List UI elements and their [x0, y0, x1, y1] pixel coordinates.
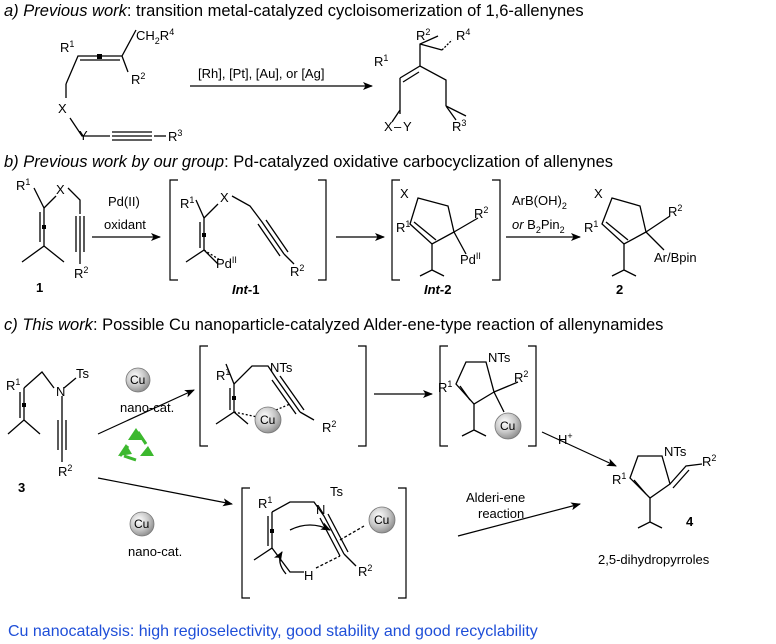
footer-summary: Cu nanocatalysis: high regioselectivity,…: [8, 623, 538, 640]
section-a-pd-r3: R3: [452, 118, 466, 134]
section-c-arrow-alder-ene: [457, 502, 581, 537]
section-b: b) Previous work by our group: Pd-cataly…: [4, 153, 697, 297]
section-a-sm-r1: R1: [60, 39, 74, 55]
section-b-reagent-b2pin2: or B2Pin2: [512, 217, 565, 235]
section-a-sm-r3: R3: [168, 128, 182, 144]
nano-cat-top: nano-cat.: [120, 400, 174, 415]
int2-label: Int-2: [424, 282, 451, 297]
cu-intermediate-2: Cu NTs R1 R2: [438, 345, 537, 447]
compound-4-r1: R1: [612, 471, 626, 487]
cu-int1-r2: R2: [322, 419, 336, 435]
cu-int1-r1: R1: [216, 367, 230, 383]
compound-1: R1 X R2 1: [16, 177, 88, 295]
int2-x: X: [400, 186, 409, 201]
section-a-product: R1 R2 R4 X – Y R3: [374, 27, 470, 134]
proton-label: H+: [558, 431, 573, 447]
cu-int1-nts: NTs: [270, 360, 293, 375]
int1-r2: R2: [290, 263, 304, 279]
compound-3-label: 3: [18, 480, 25, 495]
ts-ts: Ts: [330, 484, 344, 499]
recycle-icon: [118, 428, 154, 462]
section-a-sm-x: X: [58, 101, 67, 116]
int1-label: Int-1: [232, 282, 259, 297]
intermediate-2: X R1 R2 PdII Int-2: [391, 179, 501, 297]
compound-3-r1-label: R1: [6, 377, 20, 393]
cu-int2-r2: R2: [514, 369, 528, 385]
section-c-arrow-lower: [97, 477, 233, 507]
compound-2-r2: R2: [668, 203, 682, 219]
alder-ene-label-1: Alderi-ene: [466, 490, 525, 505]
compound-2-r1: R1: [584, 219, 598, 235]
svg-text:Cu: Cu: [130, 373, 145, 387]
compound-3-ts: Ts: [76, 366, 90, 381]
ts-n: N: [316, 502, 325, 517]
compound-4-label: 4: [686, 514, 694, 529]
section-b-reagent-arboh2: ArB(OH)2: [512, 193, 567, 211]
cu-catalyst-bottom: Cu: [129, 511, 155, 537]
compound-4-r2: R2: [702, 453, 716, 469]
ts-h: H: [304, 568, 313, 583]
compound-1-x: X: [56, 182, 65, 197]
section-c: c) This work: Possible Cu nanoparticle-c…: [4, 316, 716, 599]
ts-r2: R2: [358, 563, 372, 579]
svg-text:Cu: Cu: [134, 517, 149, 531]
nano-cat-bottom: nano-cat.: [128, 544, 182, 559]
int2-r1: R1: [396, 219, 410, 235]
section-b-header: b) Previous work by our group: Pd-cataly…: [4, 153, 613, 171]
compound-2-x: X: [594, 186, 603, 201]
int1-x: X: [220, 190, 229, 205]
section-a-pd-r1: R1: [374, 53, 388, 69]
compound-4: NTs R1 R2 4 2,5-dihydropyrroles: [598, 444, 716, 567]
cu-int2-nts: NTs: [488, 350, 511, 365]
ts-cu: Cu: [374, 513, 389, 527]
alder-ene-label-2: reaction: [478, 506, 524, 521]
section-a-sm-y: Y: [79, 128, 88, 143]
compound-2-ar-bpin: Ar/Bpin: [654, 250, 697, 265]
compound-4-nts: NTs: [664, 444, 687, 459]
cu-int2-r1: R1: [438, 379, 452, 395]
section-a-sm-r2: R2: [131, 71, 145, 87]
product-class-label: 2,5-dihydropyrroles: [598, 552, 710, 567]
compound-3-r2: R2: [58, 463, 72, 479]
compound-1-r1: R1: [16, 177, 30, 193]
cu-catalyst-top: Cu: [125, 367, 151, 393]
alder-ene-transition-state: Cu R1 N Ts H R2: [241, 484, 407, 599]
ts-r1: R1: [258, 495, 272, 511]
cu-int1-cu: Cu: [260, 413, 275, 427]
section-c-arrow-protonation: [541, 431, 617, 467]
int2-r2: R2: [474, 205, 488, 221]
section-c-header: c) This work: Possible Cu nanoparticle-c…: [4, 316, 663, 334]
cu-intermediate-1: Cu R1 NTs R2: [199, 345, 367, 447]
section-a-pd-x: X: [384, 119, 393, 134]
section-b-reagent-oxidant: oxidant: [104, 217, 146, 232]
int1-r1: R1: [180, 195, 194, 211]
section-a-starting-material: R1 CH2R4 R2 X Y R3: [58, 27, 182, 144]
section-a-header: a) Previous work: transition metal-catal…: [4, 2, 584, 20]
compound-3: R1 N Ts R2 3: [6, 366, 90, 495]
intermediate-1: R1 X PdII R2 Int-1: [169, 179, 327, 297]
int1-pd: PdII: [216, 255, 237, 271]
section-a-pd-y: Y: [403, 119, 412, 134]
section-a-sm-ch2r4: CH2R4: [136, 27, 174, 46]
compound-1-label: 1: [36, 280, 43, 295]
compound-3-n: N: [56, 384, 65, 399]
section-a-pd-r4: R4: [456, 27, 470, 43]
section-a-reagents: [Rh], [Pt], [Au], or [Ag]: [198, 66, 324, 81]
cu-int2-cu: Cu: [500, 419, 515, 433]
section-a: a) Previous work: transition metal-catal…: [4, 2, 584, 144]
section-c-arrow-upper: [97, 389, 195, 435]
compound-1-r2: R2: [74, 265, 88, 281]
section-b-reagent-pd: Pd(II): [108, 194, 140, 209]
compound-2-label: 2: [616, 282, 623, 297]
compound-2: X R1 R2 Ar/Bpin 2: [584, 186, 697, 297]
svg-text:–: –: [394, 119, 402, 134]
section-a-pd-r2: R2: [416, 27, 430, 43]
int2-pd: PdII: [460, 251, 481, 267]
